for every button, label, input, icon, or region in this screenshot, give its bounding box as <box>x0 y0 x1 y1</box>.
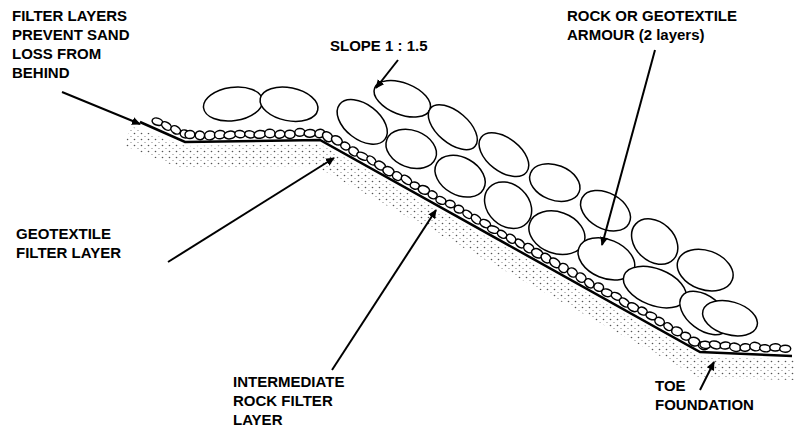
armour-rock <box>257 82 321 126</box>
filter-stone <box>284 130 295 139</box>
filter-stone <box>304 129 316 137</box>
filter-stone <box>264 129 275 138</box>
rock-filter-label: INTERMEDIATE ROCK FILTER LAYER <box>233 372 368 429</box>
rock-layers <box>151 73 791 353</box>
filter-stone <box>780 345 791 352</box>
slope-label: SLOPE 1 : 1.5 <box>330 36 490 55</box>
geotextile-line <box>140 122 792 356</box>
armour-rock <box>524 157 585 209</box>
armour-rock <box>698 295 761 342</box>
leader-arrows <box>62 50 714 390</box>
filter-stone <box>274 129 286 139</box>
armour-label: ROCK OR GEOTEXTILE ARMOUR (2 layers) <box>567 6 792 44</box>
armour-rock <box>428 147 493 206</box>
sand-ground <box>125 126 795 380</box>
leader-arrow <box>700 362 714 390</box>
geotextile-label: GEOTEXTILE FILTER LAYER <box>16 224 156 262</box>
leader-arrow <box>332 210 436 370</box>
filter-stone <box>740 343 751 352</box>
leader-arrow <box>602 50 655 245</box>
leader-arrow <box>62 92 140 124</box>
leader-arrow <box>168 158 334 262</box>
filter-stone <box>234 130 245 138</box>
leader-arrow <box>376 60 398 88</box>
filter-stone <box>194 130 205 141</box>
toe-label: TOE FOUNDATION <box>655 376 785 414</box>
armour-rock <box>201 83 264 124</box>
filter-layers-label: FILTER LAYERS PREVENT SAND LOSS FROM BEH… <box>12 6 147 82</box>
filter-stone <box>185 130 195 138</box>
